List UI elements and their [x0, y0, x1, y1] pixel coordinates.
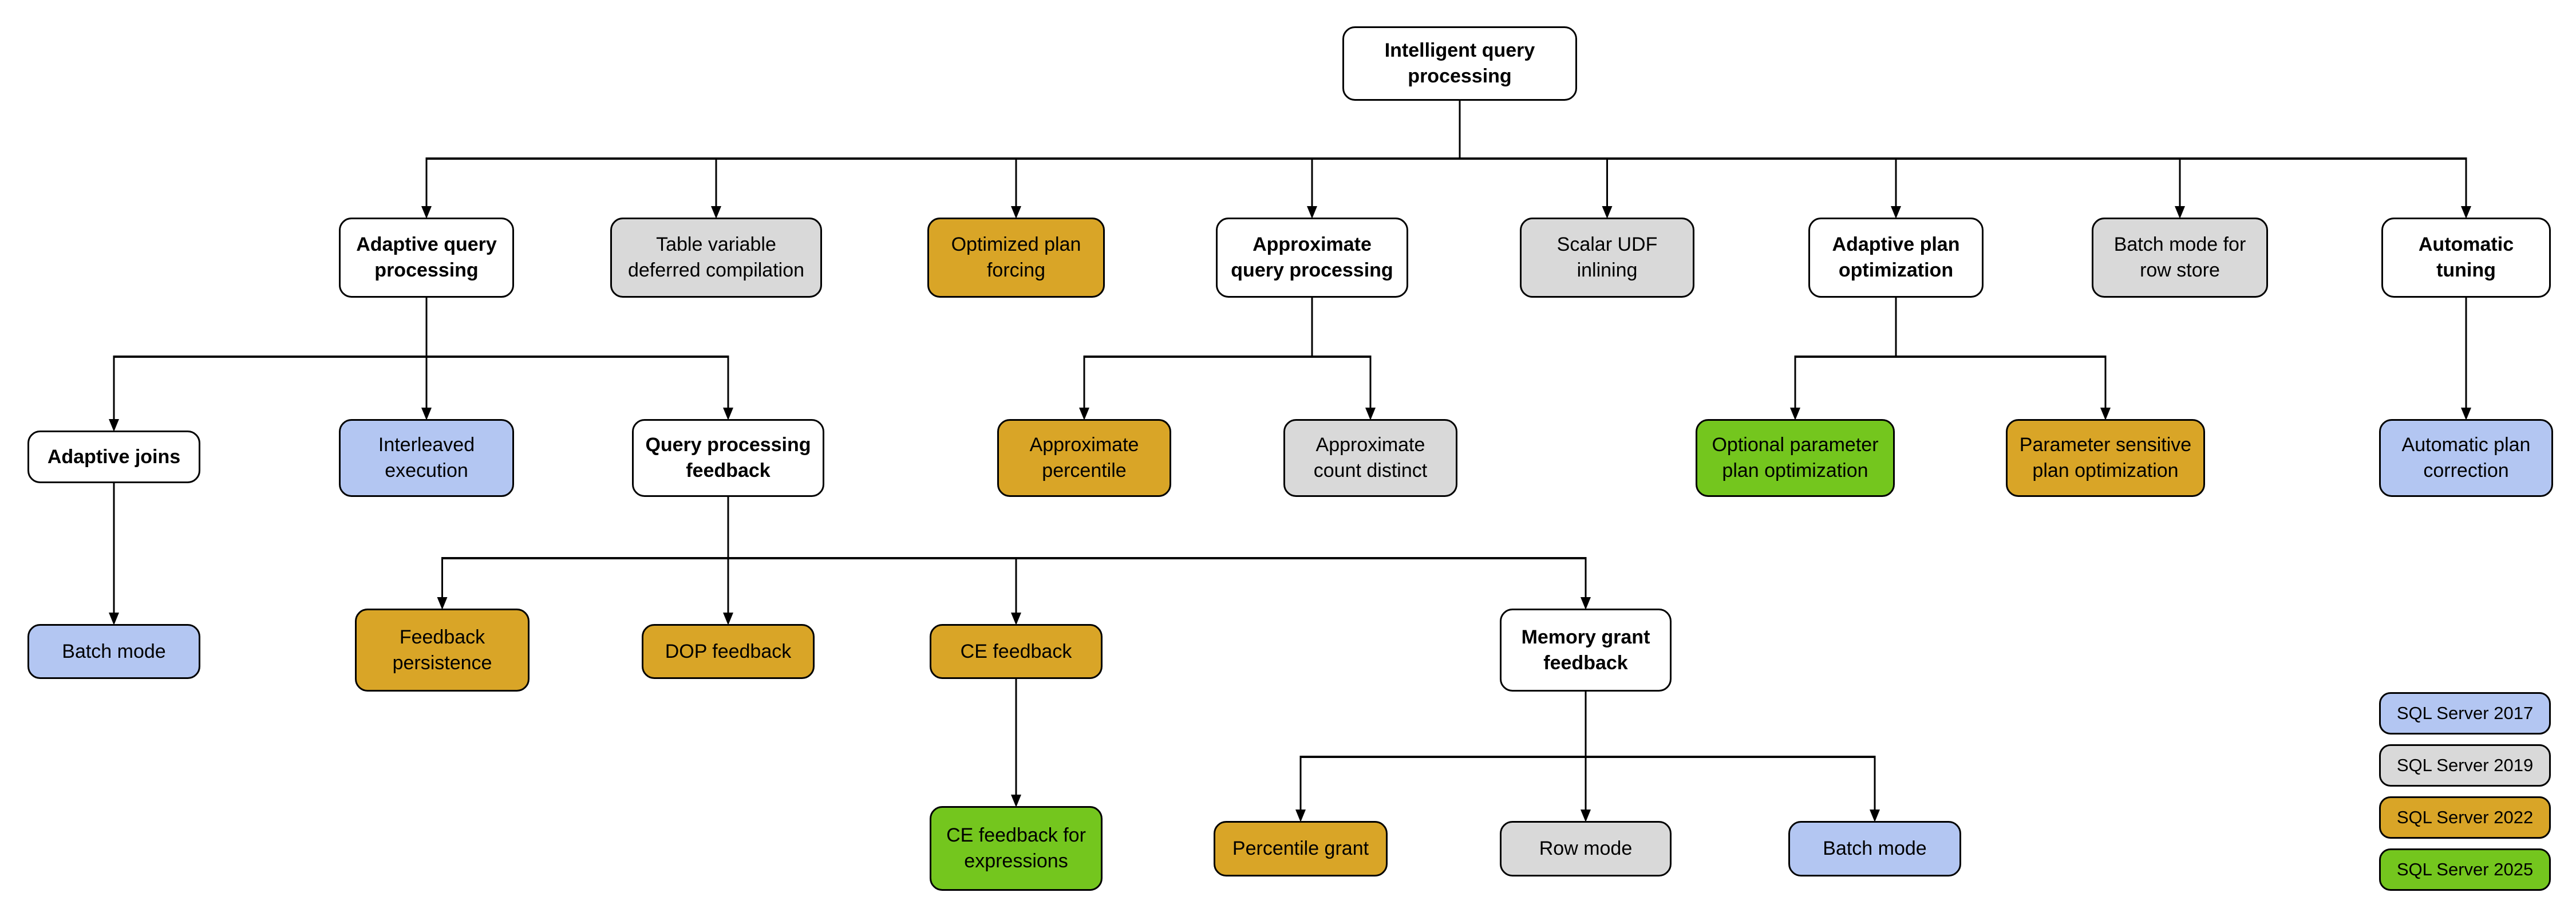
node-label: Percentile grant	[1232, 838, 1369, 860]
node-label: Approximate percentile	[1029, 434, 1139, 481]
legend-label: SQL Server 2019	[2396, 755, 2534, 776]
node-percentile-grant: Percentile grant	[1214, 821, 1388, 876]
node-label: Table variable deferred compilation	[627, 234, 805, 281]
node-label: Row mode	[1539, 838, 1633, 860]
node-label: Batch mode	[62, 640, 166, 662]
arrowhead-icon	[109, 419, 119, 432]
node-label: Batch mode	[1823, 838, 1927, 860]
node-batch-mode-for-row-store: Batch mode for row store	[2092, 218, 2268, 298]
node-dop-feedback: DOP feedback	[642, 624, 815, 679]
arrowhead-icon	[711, 206, 721, 219]
node-label: Query processing feedback	[645, 434, 811, 481]
arrowhead-icon	[1307, 206, 1317, 219]
arrowhead-icon	[1011, 795, 1021, 807]
node-label: Adaptive plan optimization	[1832, 234, 1960, 281]
arrowhead-icon	[1581, 810, 1591, 822]
arrowhead-icon	[1295, 810, 1306, 822]
node-adaptive-plan-optimization: Adaptive plan optimization	[1808, 218, 1984, 298]
node-label: Feedback persistence	[392, 626, 492, 674]
node-automatic-plan-correction: Automatic plan correction	[2379, 419, 2553, 497]
arrowhead-icon	[1079, 408, 1089, 420]
arrowhead-icon	[723, 408, 733, 420]
node-label: Parameter sensitive plan optimization	[2019, 434, 2192, 481]
arrowhead-icon	[421, 408, 432, 420]
node-label: Approximate query processing	[1231, 234, 1393, 281]
arrowhead-icon	[2100, 408, 2111, 420]
arrowhead-icon	[1365, 408, 1376, 420]
node-automatic-tuning: Automatic tuning	[2381, 218, 2551, 298]
node-label: Interleaved execution	[378, 434, 475, 481]
node-feedback-persistence: Feedback persistence	[355, 609, 530, 692]
node-label: Optimized plan forcing	[951, 234, 1081, 281]
node-table-variable-deferred-compilation: Table variable deferred compilation	[610, 218, 822, 298]
node-label: Intelligent query processing	[1384, 40, 1535, 87]
node-label: Adaptive joins	[47, 445, 181, 468]
node-ce-feedback: CE feedback	[930, 624, 1103, 679]
node-approximate-count-distinct: Approximate count distinct	[1283, 419, 1457, 497]
arrowhead-icon	[723, 613, 733, 625]
arrowhead-icon	[2461, 206, 2471, 219]
node-label: CE feedback for expressions	[946, 824, 1086, 872]
arrowhead-icon	[1790, 408, 1800, 420]
node-scalar-udf-inlining: Scalar UDF inlining	[1520, 218, 1694, 298]
node-label: CE feedback	[960, 640, 1072, 662]
legend-label: SQL Server 2017	[2396, 703, 2534, 724]
node-approximate-query-processing: Approximate query processing	[1216, 218, 1408, 298]
node-label: Batch mode for row store	[2113, 234, 2246, 281]
node-query-processing-feedback: Query processing feedback	[632, 419, 824, 497]
node-label: DOP feedback	[665, 640, 792, 662]
arrowhead-icon	[437, 597, 448, 610]
node-memory-grant-feedback: Memory grant feedback	[1500, 609, 1672, 692]
node-intelligent-query-processing: Intelligent query processing	[1342, 26, 1577, 101]
arrowhead-icon	[1581, 597, 1591, 610]
arrowhead-icon	[1891, 206, 1901, 219]
node-optimized-plan-forcing: Optimized plan forcing	[927, 218, 1105, 298]
arrowhead-icon	[109, 613, 119, 625]
legend-label: SQL Server 2022	[2396, 807, 2534, 828]
arrowhead-icon	[1602, 206, 1613, 219]
legend-item-2025: SQL Server 2025	[2379, 848, 2551, 891]
arrowhead-icon	[1870, 810, 1880, 822]
node-adaptive-joins: Adaptive joins	[27, 431, 200, 483]
node-label: Memory grant feedback	[1521, 626, 1650, 674]
node-ce-feedback-for-expressions: CE feedback for expressions	[930, 806, 1103, 891]
node-label: Automatic tuning	[2418, 234, 2514, 281]
node-adaptive-query-processing: Adaptive query processing	[339, 218, 514, 298]
node-batch-mode-adaptive-joins: Batch mode	[27, 624, 200, 679]
node-label: Approximate count distinct	[1313, 434, 1428, 481]
node-approximate-percentile: Approximate percentile	[997, 419, 1171, 497]
node-label: Automatic plan correction	[2401, 434, 2531, 481]
legend-item-2019: SQL Server 2019	[2379, 744, 2551, 787]
node-interleaved-execution: Interleaved execution	[339, 419, 514, 497]
node-batch-mode-memory-grant: Batch mode	[1788, 821, 1961, 876]
legend-label: SQL Server 2025	[2396, 859, 2534, 880]
node-optional-parameter-plan-optimization: Optional parameter plan optimization	[1696, 419, 1895, 497]
node-label: Adaptive query processing	[356, 234, 497, 281]
arrowhead-icon	[421, 206, 432, 219]
arrowhead-icon	[2175, 206, 2185, 219]
legend-item-2022: SQL Server 2022	[2379, 796, 2551, 839]
node-parameter-sensitive-plan-optimization: Parameter sensitive plan optimization	[2006, 419, 2205, 497]
node-row-mode: Row mode	[1500, 821, 1672, 876]
node-label: Optional parameter plan optimization	[1712, 434, 1879, 481]
legend-item-2017: SQL Server 2017	[2379, 692, 2551, 735]
arrowhead-icon	[1011, 206, 1021, 219]
node-label: Scalar UDF inlining	[1556, 234, 1658, 281]
arrowhead-icon	[2461, 408, 2471, 420]
arrowhead-icon	[1011, 613, 1021, 625]
